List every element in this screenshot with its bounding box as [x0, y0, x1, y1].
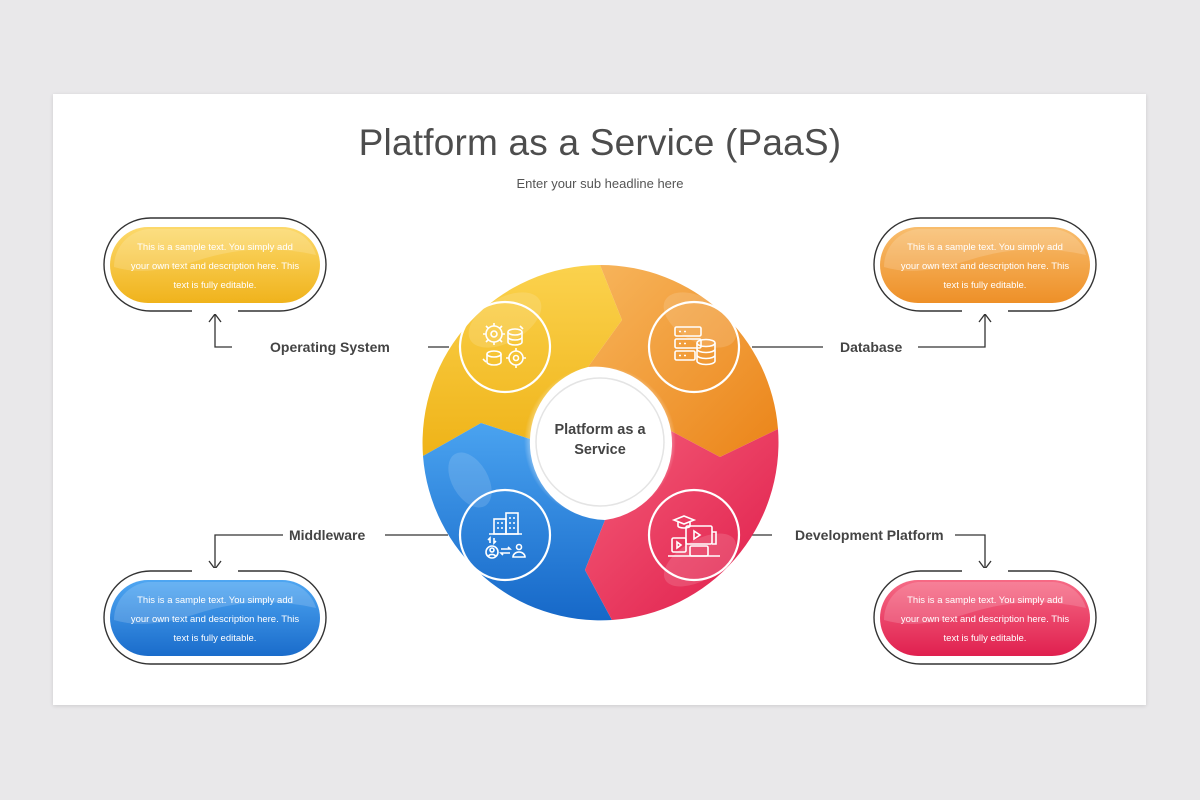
label-middleware: Middleware	[289, 527, 366, 543]
pill-line: This is a sample text. You simply add	[907, 595, 1063, 606]
pill-gloss	[113, 229, 1086, 624]
icon-ring-operating-system	[458, 300, 552, 394]
pill-line: text is fully editable.	[943, 633, 1027, 644]
icon-ring-middleware	[458, 488, 552, 582]
pill-text-operating-system: This is a sample text. You simply add yo…	[125, 238, 305, 295]
center-label-line: Platform as a	[554, 422, 646, 438]
gears-database-icon	[482, 323, 526, 368]
pill-line: your own text and description here. This	[130, 261, 300, 272]
label-development-platform: Development Platform	[795, 527, 944, 543]
server-database-icon	[674, 326, 716, 366]
pill-line: text is fully editable.	[173, 280, 257, 291]
segment-development-platform	[585, 429, 779, 620]
pill-fills	[110, 227, 1090, 656]
pill-line: This is a sample text. You simply add	[907, 242, 1063, 253]
pill-text-middleware: This is a sample text. You simply add yo…	[125, 591, 305, 648]
education-media-devices-icon	[668, 515, 720, 557]
icon-ring-database	[647, 300, 741, 394]
page-subtitle: Enter your sub headline here	[516, 176, 684, 191]
label-operating-system: Operating System	[270, 339, 390, 355]
pill-line: your own text and description here. This	[130, 614, 300, 625]
pill-line: This is a sample text. You simply add	[137, 595, 293, 606]
icon-ring-development-platform	[647, 488, 741, 582]
pill-line: your own text and description here. This	[900, 261, 1070, 272]
building-users-exchange-icon	[485, 512, 526, 559]
pill-line: text is fully editable.	[173, 633, 257, 644]
pill-line: This is a sample text. You simply add	[137, 242, 293, 253]
segment-database	[588, 264, 778, 457]
label-database: Database	[840, 339, 903, 355]
pill-text-database: This is a sample text. You simply add yo…	[895, 238, 1075, 295]
center-label-line: Service	[574, 442, 626, 458]
center-circle	[535, 377, 665, 507]
page-title: Platform as a Service (PaaS)	[358, 122, 842, 163]
pill-line: your own text and description here. This	[900, 614, 1070, 625]
center-label: Platform as a Service	[540, 420, 660, 460]
pill-gaps	[192, 308, 1008, 574]
pill-text-development-platform: This is a sample text. You simply add yo…	[895, 591, 1075, 648]
pill-line: text is fully editable.	[943, 280, 1027, 291]
